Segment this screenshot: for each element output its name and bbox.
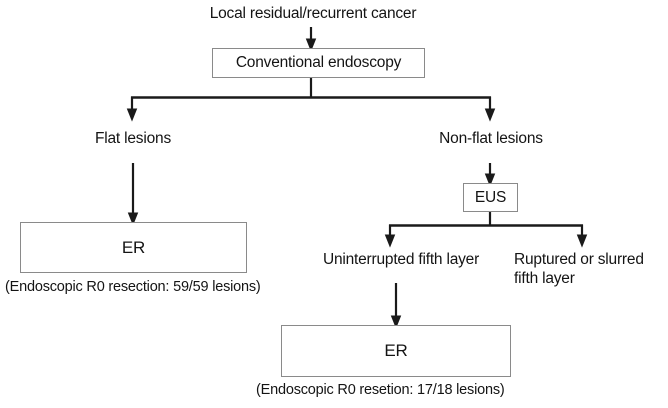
node-uninterrupted-fifth-layer: Uninterrupted fifth layer (322, 251, 480, 268)
node-flat-lesions: Flat lesions (95, 130, 171, 147)
caption-er-left: (Endoscopic R0 resection: 59/59 lesions) (5, 279, 261, 295)
node-non-flat-lesions: Non-flat lesions (439, 130, 543, 147)
node-conventional-endoscopy[interactable]: Conventional endoscopy (212, 48, 425, 78)
node-er-bottom[interactable]: ER (281, 325, 511, 377)
node-er-left[interactable]: ER (20, 222, 247, 273)
caption-er-bottom: (Endoscopic R0 resetion: 17/18 lesions) (256, 382, 505, 398)
node-ruptured-fifth-layer-line2: fifth layer (514, 270, 575, 287)
node-eus[interactable]: EUS (463, 183, 518, 212)
root-label: Local residual/recurrent cancer (209, 5, 417, 22)
node-ruptured-fifth-layer-line1: Ruptured or slurred (514, 251, 644, 268)
